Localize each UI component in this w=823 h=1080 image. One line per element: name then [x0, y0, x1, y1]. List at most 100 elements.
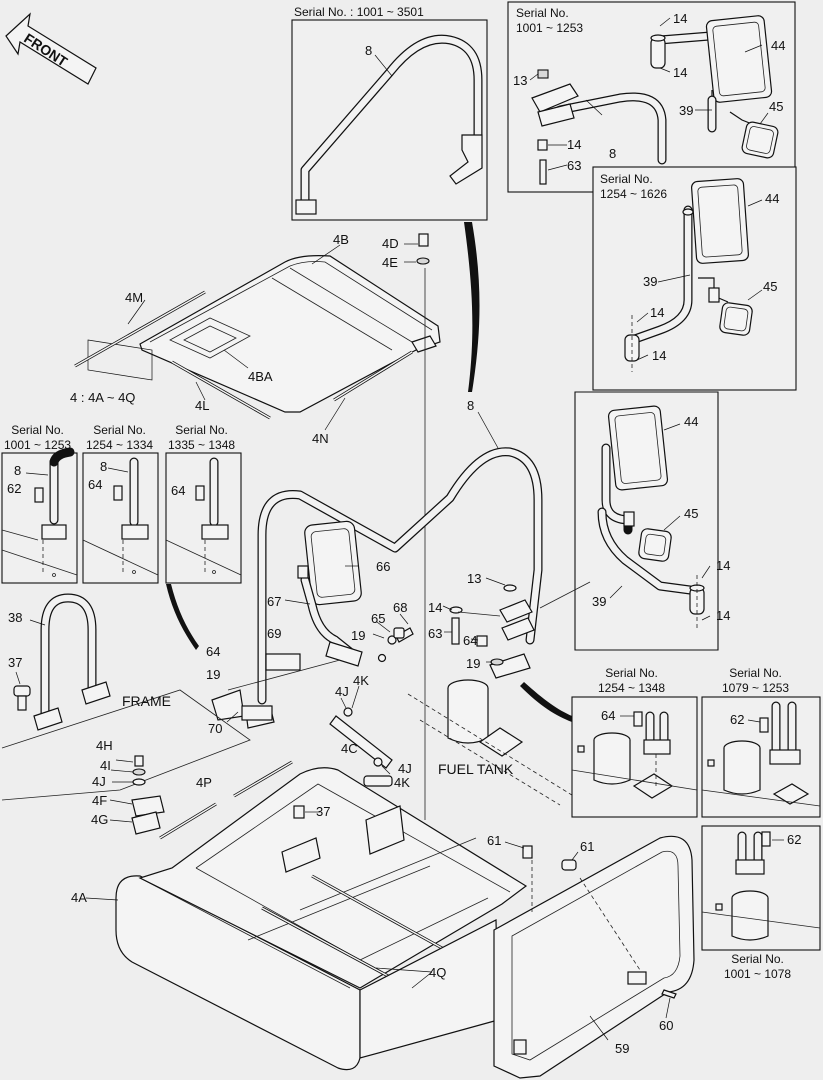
detail-box-tank-1	[571, 696, 698, 818]
serial-caption-top-center: Serial No. : 1001 ~ 3501	[294, 5, 424, 19]
part-label: 39	[592, 594, 607, 609]
part-label: 14	[716, 558, 731, 573]
part-label: 4L	[195, 398, 210, 413]
main-handrail	[211, 411, 543, 729]
part-label: 38	[8, 610, 23, 625]
detail-box-tank-2	[701, 696, 821, 818]
part-label: 45	[763, 279, 778, 294]
part-label: 61	[580, 839, 595, 854]
mirror-bracket	[442, 577, 535, 666]
part-label: 65	[371, 611, 386, 626]
part-label: 4C	[341, 741, 358, 756]
part-label: 45	[684, 506, 699, 521]
side-panel	[493, 835, 695, 1079]
detail-box-bracket-3	[165, 452, 242, 584]
part-label: 14	[716, 608, 731, 623]
front-arrow-icon	[5, 12, 97, 85]
part-label: 19	[466, 656, 481, 671]
link-rod	[329, 685, 393, 775]
part-label: 8	[609, 146, 617, 161]
frame-label: FRAME	[122, 693, 171, 709]
serial-caption-bottom-right-3: Serial No. 1001 ~ 1078	[724, 952, 792, 981]
part-label: 19	[206, 667, 221, 682]
serial-caption-left-3: Serial No. 1335 ~ 1348	[168, 423, 236, 452]
part-label: 61	[487, 833, 502, 848]
part-label: 62	[730, 712, 745, 727]
fuel-tank	[407, 679, 581, 806]
part-label: 4P	[196, 775, 212, 790]
detail-connector-bands	[166, 222, 572, 722]
part-label: 69	[267, 626, 282, 641]
part-label: 14	[567, 137, 582, 152]
grab-bar	[1, 593, 251, 801]
hinge-stack	[109, 755, 165, 835]
part-label: 44	[684, 414, 699, 429]
part-label: 67	[267, 594, 282, 609]
part-label: 4J	[92, 774, 106, 789]
part-label: 64	[601, 708, 616, 723]
detail-box-mirror-1	[507, 1, 796, 193]
part-label: 62	[787, 832, 802, 847]
part-label: 70	[208, 721, 223, 736]
part-label: 64	[206, 644, 221, 659]
part-label: 63	[428, 626, 443, 641]
part-label: 44	[771, 38, 786, 53]
part-label: 4F	[92, 793, 108, 808]
part-label: 63	[567, 158, 582, 173]
part-label: 4H	[96, 738, 113, 753]
detail-box-mirror-3	[539, 391, 719, 651]
part-label: 14	[673, 11, 688, 26]
part-label: 44	[765, 191, 780, 206]
part-label: 4K	[353, 673, 369, 688]
part-label: 8	[14, 463, 22, 478]
part-label: 68	[393, 600, 408, 615]
detail-box-bracket-1	[1, 447, 78, 584]
part-label: 4N	[312, 431, 329, 446]
part-label: 37	[8, 655, 23, 670]
roof-panel	[74, 233, 441, 820]
part-label: 13	[513, 73, 528, 88]
part-label: 4K	[394, 775, 410, 790]
part-label: 4A	[71, 890, 87, 905]
part-label: 4E	[382, 255, 398, 270]
part-label: 8	[467, 398, 475, 413]
part-label: 4I	[100, 758, 111, 773]
fuel-tank-label: FUEL TANK	[438, 761, 514, 777]
part-label: 64	[88, 477, 103, 492]
part-label: 8	[100, 459, 108, 474]
serial-caption-bottom-right-1: Serial No. 1254 ~ 1348	[598, 666, 666, 695]
serial-caption-top-right-1: Serial No. 1001 ~ 1253	[516, 6, 584, 35]
part-label: 39	[643, 274, 658, 289]
part-label: 19	[351, 628, 366, 643]
serial-caption-left-2: Serial No. 1254 ~ 1334	[86, 423, 154, 452]
part-label: 64	[171, 483, 186, 498]
part-label: 45	[769, 99, 784, 114]
part-label: 4D	[382, 236, 399, 251]
serial-caption-left-1: Serial No. 1001 ~ 1253	[4, 423, 72, 452]
part-label: 59	[615, 1041, 630, 1056]
serial-caption-bottom-right-2: Serial No. 1079 ~ 1253	[722, 666, 790, 695]
part-label: 39	[679, 103, 694, 118]
detail-box-mirror-2	[592, 166, 797, 391]
part-label: 64	[463, 633, 478, 648]
set-note-label: 4 : 4A ~ 4Q	[70, 390, 136, 405]
part-label: 60	[659, 1018, 674, 1033]
part-label: 14	[673, 65, 688, 80]
detail-box-handrail	[291, 19, 488, 221]
part-label: 4Q	[429, 965, 447, 980]
detail-box-bracket-2	[82, 452, 159, 584]
part-label: 4M	[125, 290, 144, 305]
part-label: 4J	[398, 761, 412, 776]
part-label: 62	[7, 481, 22, 496]
part-label: 14	[428, 600, 443, 615]
part-label: 37	[316, 804, 331, 819]
part-label: 8	[365, 43, 373, 58]
part-label: 4G	[91, 812, 109, 827]
serial-caption-top-right-2: Serial No. 1254 ~ 1626	[600, 172, 668, 201]
part-label: 66	[376, 559, 391, 574]
detail-box-tank-3	[701, 825, 821, 951]
seat-frame	[85, 760, 528, 1071]
part-label: 13	[467, 571, 482, 586]
